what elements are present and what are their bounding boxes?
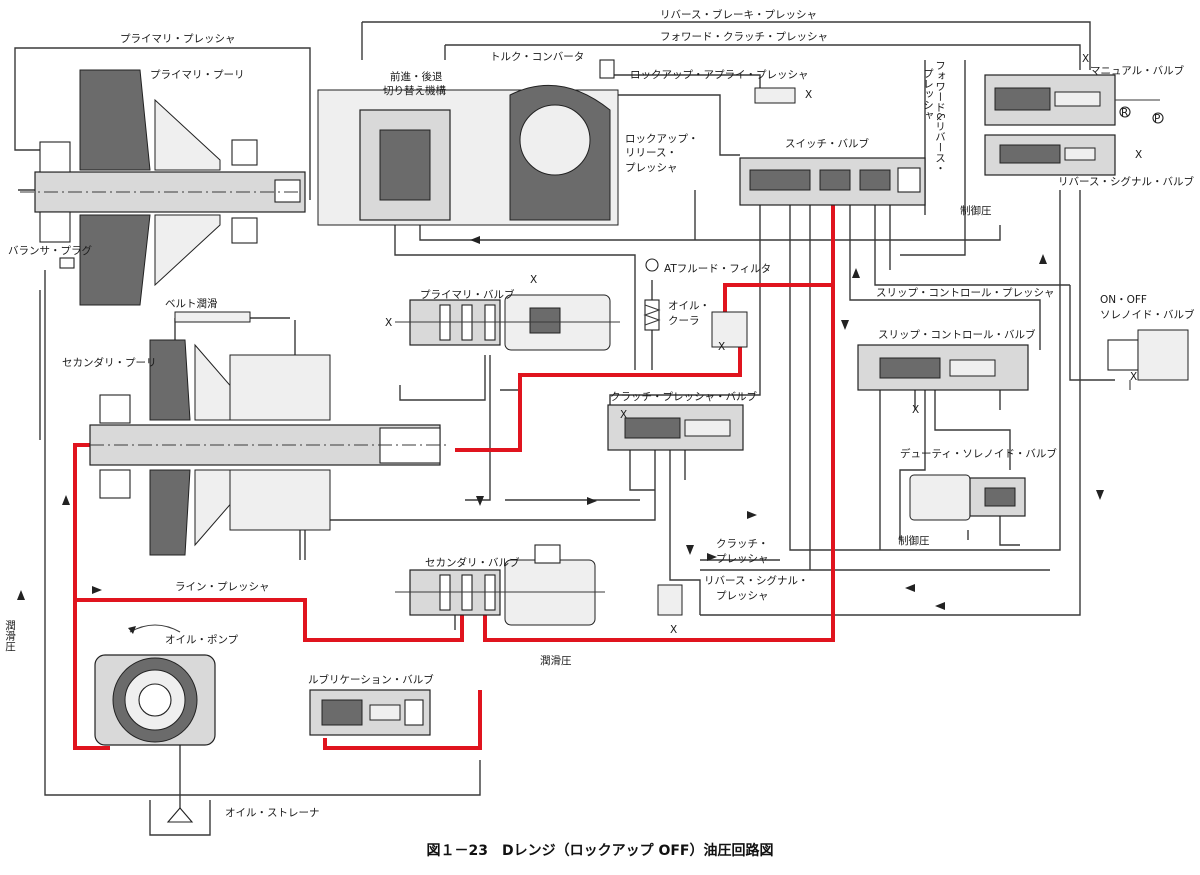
lubrication-valve xyxy=(309,689,431,736)
label-at-fluid-filter: ATフルード・フィルタ xyxy=(664,263,771,275)
label-on-off-solenoid-1: ON・OFF xyxy=(1100,294,1147,306)
label-balancer-plug: バランサ・プラグ xyxy=(8,244,92,257)
lockup-apply-drain xyxy=(754,87,796,104)
on-off-solenoid-valve xyxy=(1107,329,1189,381)
label-primary-pressure: プライマリ・プレッシャ xyxy=(120,33,236,45)
label-control-pressure-bottom: 制御圧 xyxy=(898,534,930,547)
label-primary-pulley: プライマリ・プーリ xyxy=(150,69,245,81)
label-duty-solenoid-valve: デューティ・ソレノイド・バルブ xyxy=(900,447,1057,460)
label-manual-valve: マニュアル・バルブ xyxy=(1090,64,1185,77)
flow-arrows xyxy=(17,236,1104,610)
drain-mark-4: X xyxy=(1082,53,1089,65)
drain-mark-8: X xyxy=(670,624,677,636)
drain-mark-5: X xyxy=(1135,149,1142,161)
primary-pulley xyxy=(20,69,306,306)
label-lockup-release-1: ロックアップ・ xyxy=(625,133,699,145)
reverse-signal-valve xyxy=(984,134,1116,176)
cooler-relief-valve xyxy=(711,311,748,348)
label-torque-converter: トルク・コンバータ xyxy=(490,51,584,63)
label-lubrication-pressure-left: 潤滑圧 xyxy=(4,620,16,652)
label-secondary-pulley: セカンダリ・プーリ xyxy=(62,356,157,369)
diagram-labels: プライマリ・プレッシャ プライマリ・プーリ バランサ・プラグ ベルト潤滑 セカン… xyxy=(4,8,1195,819)
label-lubrication-valve: ルブリケーション・バルブ xyxy=(308,673,434,686)
label-secondary-valve: セカンダリ・バルブ xyxy=(425,556,520,569)
label-control-pressure-top: 制御圧 xyxy=(960,204,992,217)
oil-pump xyxy=(94,624,216,746)
label-primary-valve: プライマリ・バルブ xyxy=(420,288,515,301)
label-clutch-pressure-1: クラッチ・ xyxy=(716,538,769,550)
oil-strainer xyxy=(166,807,194,823)
drain-mark-1: X xyxy=(805,89,812,101)
label-on-off-solenoid-2: ソレノイド・バルブ xyxy=(1100,308,1195,321)
secondary-pulley xyxy=(89,339,450,556)
label-lockup-apply-pressure: ロックアップ・アプライ・プレッシャ xyxy=(630,69,809,81)
label-oil-strainer: オイル・ストレーナ xyxy=(225,807,320,819)
reverse-signal-drain-valve xyxy=(657,584,683,616)
oil-cooler xyxy=(643,299,661,331)
drain-mark-6: X xyxy=(1130,371,1137,383)
label-lockup-release-2: リリース・ xyxy=(625,147,677,159)
torque-converter xyxy=(317,59,619,226)
label-clutch-pressure-valve: クラッチ・プレッシャ・バルブ xyxy=(610,390,757,403)
label-switch-valve: スイッチ・バルブ xyxy=(785,137,869,150)
label-forward-reverse-pressure-2: プレッシャ xyxy=(922,68,934,121)
label-slip-control-valve: スリップ・コントロール・バルブ xyxy=(878,328,1036,341)
clutch-pressure-valve xyxy=(607,404,744,451)
label-port-p: P xyxy=(1154,113,1160,125)
label-forward-reverse-1: 前進・後退 xyxy=(390,70,443,83)
label-lockup-release-3: プレッシャ xyxy=(625,162,678,174)
drain-mark-3: X xyxy=(530,274,537,286)
label-line-pressure: ライン・プレッシャ xyxy=(175,581,270,593)
label-slip-control-pressure: スリップ・コントロール・プレッシャ xyxy=(876,287,1055,299)
belt-lubrication-nozzle xyxy=(174,311,251,323)
manual-valve xyxy=(984,74,1164,126)
at-fluid-filter xyxy=(645,258,659,272)
duty-solenoid-valve xyxy=(909,474,1026,521)
label-oil-cooler-2: クーラ xyxy=(668,315,700,327)
label-forward-clutch-pressure: フォワード・クラッチ・プレッシャ xyxy=(660,31,828,43)
label-reverse-brake-pressure: リバース・ブレーキ・プレッシャ xyxy=(660,8,817,21)
drain-mark-9: X xyxy=(718,341,725,353)
label-port-r: R xyxy=(1121,107,1128,119)
label-belt-lubrication: ベルト潤滑 xyxy=(165,298,218,310)
label-forward-reverse-2: 切り替え機構 xyxy=(383,84,446,97)
switch-valve xyxy=(739,157,926,206)
label-clutch-pressure-2: プレッシャ xyxy=(716,553,769,565)
label-reverse-signal-valve: リバース・シグナル・バルブ xyxy=(1058,175,1194,188)
drain-mark-10: X xyxy=(620,409,627,421)
drain-mark-2: X xyxy=(385,317,392,329)
balancer-plug xyxy=(59,257,75,269)
label-lubrication-pressure-bottom: 潤滑圧 xyxy=(540,655,572,667)
secondary-valve xyxy=(395,544,605,626)
slip-control-valve xyxy=(857,344,1029,391)
label-oil-cooler-1: オイル・ xyxy=(668,300,710,312)
label-forward-reverse-pressure-1: フォワード&リバース・ xyxy=(934,60,946,173)
label-oil-pump: オイル・ポンプ xyxy=(165,634,239,646)
figure-caption: 図１－23 Dレンジ（ロックアップ OFF）油圧回路図 xyxy=(426,843,774,859)
label-reverse-signal-pressure-2: プレッシャ xyxy=(716,590,769,602)
label-reverse-signal-pressure-1: リバース・シグナル・ xyxy=(704,574,808,587)
primary-valve xyxy=(395,294,620,351)
drain-mark-7: X xyxy=(912,404,919,416)
